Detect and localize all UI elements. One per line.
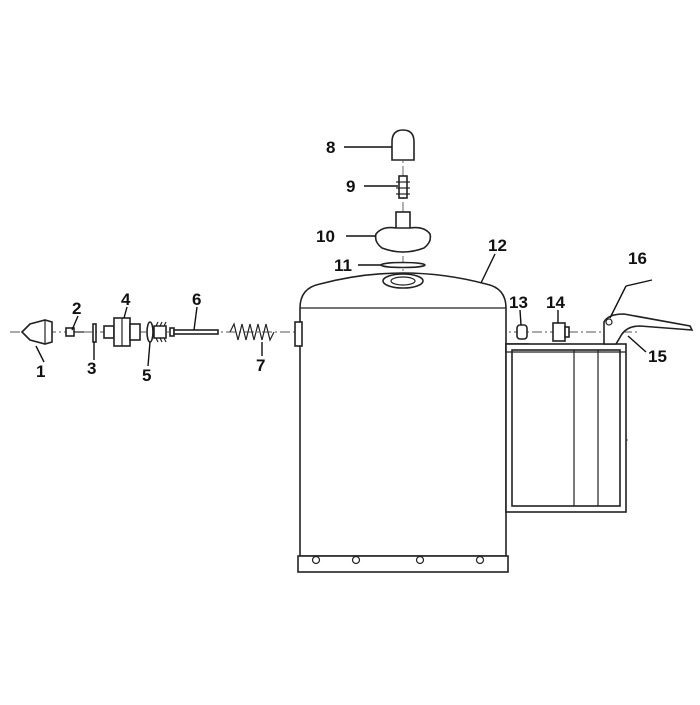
part-1-nozzle bbox=[20, 319, 53, 345]
callout-8: 8 bbox=[326, 138, 335, 157]
callout-labels: 1 2 3 4 5 6 7 8 9 10 11 12 13 14 15 16 bbox=[36, 138, 667, 385]
callout-13: 13 bbox=[509, 293, 528, 312]
callout-15: 15 bbox=[648, 347, 667, 366]
part-10-knob bbox=[374, 211, 432, 253]
callout-14: 14 bbox=[546, 293, 565, 312]
part-14-bushing bbox=[552, 322, 570, 342]
part-4-fitting bbox=[103, 317, 141, 347]
callout-12: 12 bbox=[488, 236, 507, 255]
callout-5: 5 bbox=[142, 366, 151, 385]
callout-16: 16 bbox=[628, 249, 647, 268]
callout-3: 3 bbox=[87, 359, 96, 378]
part-6-rod bbox=[153, 321, 219, 343]
part-11-oring bbox=[380, 261, 426, 269]
callout-2: 2 bbox=[72, 299, 81, 318]
side-bracket bbox=[505, 343, 627, 513]
part-8-cap bbox=[391, 129, 415, 161]
callout-4: 4 bbox=[121, 290, 131, 309]
part-7-spring bbox=[229, 322, 275, 342]
callout-7: 7 bbox=[256, 356, 265, 375]
part-5-gasket bbox=[146, 321, 154, 343]
part-16-pin bbox=[605, 279, 653, 326]
part-2-screw bbox=[65, 327, 84, 337]
callout-9: 9 bbox=[346, 177, 355, 196]
part-3-washer bbox=[92, 323, 97, 343]
part-9-valve bbox=[396, 175, 410, 199]
part-15-handle bbox=[603, 313, 694, 345]
callout-6: 6 bbox=[192, 290, 201, 309]
tank-body bbox=[294, 272, 509, 573]
callout-1: 1 bbox=[36, 362, 45, 381]
part-13-nut bbox=[516, 324, 528, 340]
leader-lines bbox=[35, 146, 647, 367]
callout-10: 10 bbox=[316, 227, 335, 246]
callout-11: 11 bbox=[334, 256, 352, 275]
